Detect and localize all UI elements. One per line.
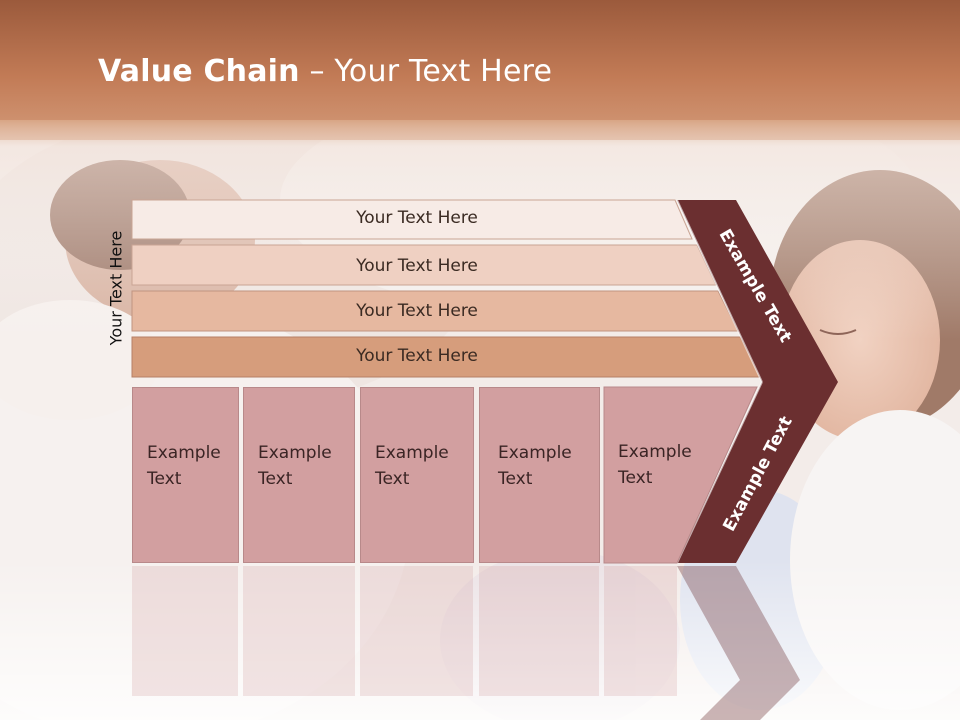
bar-label-3: Your Text Here [356, 301, 478, 321]
box-1-label: Example Text [147, 443, 221, 489]
box-2: Example Text [243, 387, 355, 563]
bar-label-2: Your Text Here [356, 256, 478, 276]
box-4-label: Example Text [498, 443, 572, 489]
slide-title: Value Chain – Your Text Here [98, 54, 552, 89]
bar-1 [131, 199, 693, 240]
box-1: Example Text [132, 387, 239, 563]
arrow-reflection [677, 566, 800, 720]
bar-label-1: Your Text Here [356, 208, 478, 228]
box-5-shape [603, 386, 758, 564]
box-5-label: Example Text [618, 442, 692, 488]
box-3-label: Example Text [375, 443, 449, 489]
box-4: Example Text [479, 387, 600, 563]
box-2-label: Example Text [258, 443, 332, 489]
boxes-reflection [132, 566, 677, 696]
box-5: Example Text [604, 387, 694, 563]
chevron-arrow [677, 200, 838, 563]
bar-label-4: Your Text Here [356, 346, 478, 366]
box-3: Example Text [360, 387, 474, 563]
title-rest: – Your Text Here [299, 54, 553, 89]
title-bold: Value Chain [98, 54, 300, 89]
